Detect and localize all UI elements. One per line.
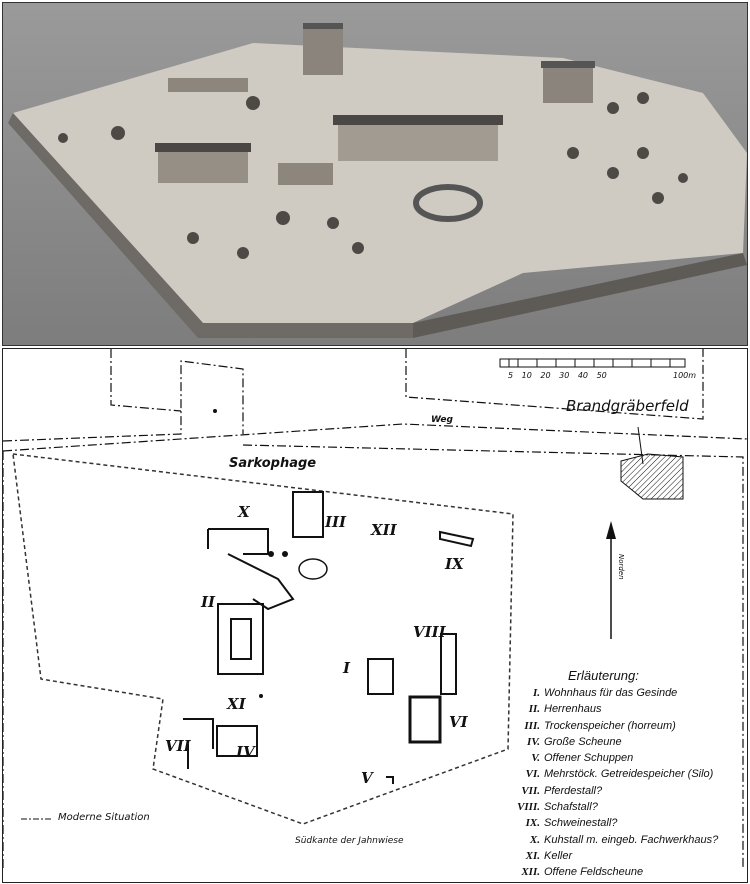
cemetery-label: Brandgräberfeld: [566, 397, 689, 415]
site-plan: 5 10 20 30 40 50 100m Brandgräberfeld We…: [2, 348, 748, 883]
legend-item: XII.Offene Feldscheune: [521, 866, 644, 879]
numeral-xii: XII: [371, 521, 397, 539]
legend-item: VII.Pferdestall?: [521, 784, 603, 797]
numeral-vii: VII: [165, 737, 191, 755]
south-edge-label: Südkante der Jahnwiese: [295, 836, 404, 846]
numeral-ii: II: [201, 593, 216, 611]
sarcophagi-label: Sarkophage: [229, 456, 317, 471]
scale-ticks: 5 10 20 30 40 50: [508, 371, 607, 380]
numeral-iv: IV: [236, 743, 255, 761]
numeral-v: V: [361, 769, 373, 787]
legend-item: X.Kuhstall m. eingeb. Fachwerkhaus?: [529, 833, 719, 846]
legend-item: II.Herrenhaus: [528, 703, 602, 716]
numeral-ix: IX: [445, 555, 464, 573]
villa-model-illustration: [8, 23, 747, 338]
plan-drawing: [3, 349, 747, 869]
model-photo: [2, 2, 748, 346]
legend-item: III.Trockenspeicher (horreum): [524, 719, 676, 732]
numeral-viii: VIII: [413, 623, 446, 641]
legend-item: V.Offener Schuppen: [531, 752, 634, 765]
numeral-xi: XI: [227, 695, 246, 713]
legend-item: IV.Große Scheune: [527, 735, 622, 748]
cemetery-area: [620, 453, 684, 500]
path-label: Weg: [431, 415, 453, 425]
legend-item: IX.Schweinestall?: [525, 817, 618, 830]
legend-item: VI.Mehrstöck. Getreidespeicher (Silo): [525, 768, 714, 781]
scale-end: 100m: [673, 371, 697, 380]
numeral-i: I: [343, 659, 351, 677]
cistern: [298, 558, 328, 580]
legend-item: XI.Keller: [525, 849, 573, 862]
north-arrow-icon: [606, 521, 616, 539]
numeral-vi: VI: [449, 713, 468, 731]
numeral-iii: III: [325, 513, 347, 531]
legend-item: VIII.Schafstall?: [517, 801, 598, 814]
legend-item: I.Wohnhaus für das Gesinde: [532, 687, 678, 699]
north-label: Norden: [617, 554, 625, 580]
numeral-x: X: [238, 503, 250, 521]
legend: Erläuterung: I.Wohnhaus für das Gesinde …: [508, 668, 718, 883]
modern-situation-label: Moderne Situation: [58, 812, 150, 823]
legend-title: Erläuterung:: [568, 668, 639, 683]
scale-bar: [499, 358, 686, 368]
